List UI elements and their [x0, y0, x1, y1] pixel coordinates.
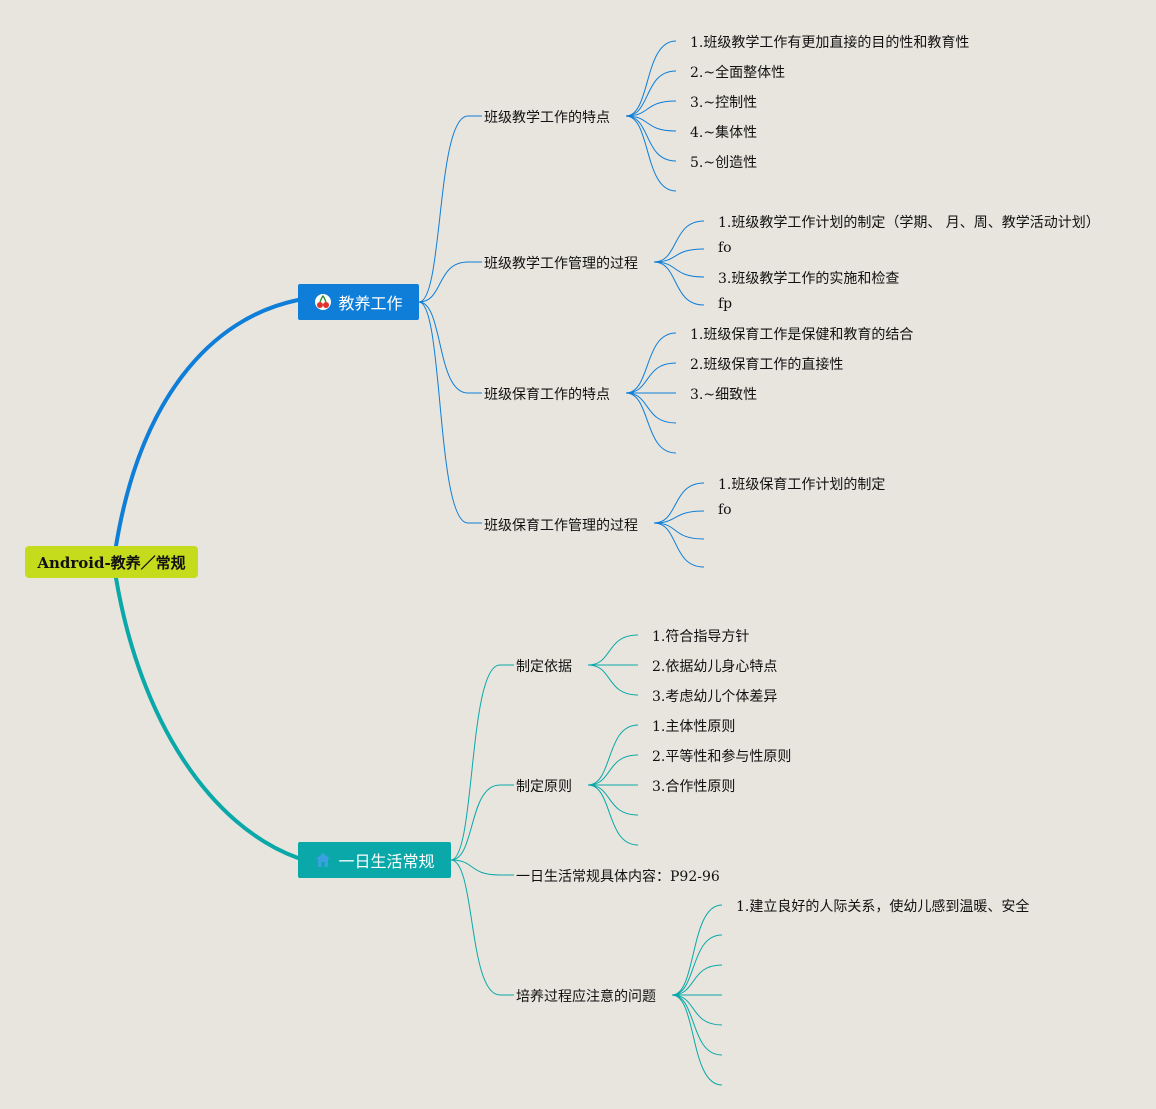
- connector-line: [625, 362, 677, 394]
- connector-line: [450, 859, 514, 876]
- leaf-node[interactable]: fo: [718, 502, 732, 518]
- connector-line: [587, 754, 639, 786]
- leaf-node[interactable]: 1.符合指导方针: [652, 629, 750, 645]
- sub-node[interactable]: 班级保育工作的特点: [484, 387, 610, 403]
- connector-line: [587, 784, 639, 816]
- connector-line: [587, 784, 639, 846]
- sub-node[interactable]: 班级教学工作管理的过程: [484, 256, 638, 272]
- connector-line: [450, 859, 514, 996]
- leaf-node[interactable]: 3.考虑幼儿个体差异: [652, 689, 778, 705]
- connector-line: [587, 724, 639, 786]
- sub-node[interactable]: 一日生活常规具体内容：P92-96: [516, 869, 720, 885]
- leaf-node[interactable]: 1.主体性原则: [652, 719, 736, 735]
- connector-line: [653, 248, 705, 263]
- leaf-node[interactable]: 1.班级教学工作计划的制定（学期、 月、周、教学活动计划）: [718, 215, 1100, 231]
- connector-line: [653, 261, 705, 278]
- leaf-node[interactable]: 1.班级保育工作计划的制定: [718, 477, 886, 493]
- connector-line: [587, 634, 639, 666]
- leaf-node[interactable]: 2.依据幼儿身心特点: [652, 659, 778, 675]
- connector-line: [587, 664, 639, 696]
- connector-line: [418, 115, 482, 303]
- connector-line: [671, 964, 723, 996]
- leaf-node[interactable]: 3.合作性原则: [652, 779, 736, 795]
- sub-node[interactable]: 制定依据: [516, 659, 572, 675]
- connector-line: [671, 994, 723, 1086]
- connector-line: [653, 482, 705, 524]
- main-node-label: 一日生活常规: [338, 852, 435, 871]
- connector-line: [418, 301, 482, 394]
- connector-line: [653, 522, 705, 540]
- leaf-node[interactable]: 1.班级保育工作是保健和教育的结合: [690, 327, 914, 343]
- leaf-node[interactable]: 5.~创造性: [690, 155, 758, 171]
- main-node-jiaoyang[interactable]: 教养工作: [298, 284, 419, 320]
- leaf-node[interactable]: 2.班级保育工作的直接性: [690, 357, 844, 373]
- connector-line: [418, 301, 482, 524]
- leaf-node[interactable]: 2.~全面整体性: [690, 65, 786, 81]
- connector-line: [625, 100, 677, 117]
- leaf-node[interactable]: 3.班级教学工作的实施和检查: [718, 271, 900, 287]
- trunk-line-top: [114, 298, 300, 548]
- connector-line: [625, 392, 677, 424]
- main-node-richang[interactable]: 一日生活常规: [298, 842, 451, 878]
- sub-node[interactable]: 培养过程应注意的问题: [516, 989, 656, 1005]
- connector-line: [653, 522, 705, 568]
- connector-line: [653, 510, 705, 524]
- connector-line: [625, 115, 677, 132]
- connector-line: [450, 784, 514, 861]
- leaf-node[interactable]: fp: [718, 296, 733, 312]
- leaf-node[interactable]: 4.~集体性: [690, 125, 758, 141]
- connector-line: [671, 934, 723, 996]
- sub-node[interactable]: 制定原则: [516, 779, 572, 795]
- connector-line: [625, 115, 677, 162]
- root-node[interactable]: Android-教养／常规: [25, 546, 198, 578]
- connector-line: [625, 70, 677, 117]
- leaf-node[interactable]: fo: [718, 240, 732, 256]
- connector-line: [418, 261, 482, 303]
- connector-line: [625, 332, 677, 394]
- leaf-node[interactable]: 1.建立良好的人际关系，使幼儿感到温暖、安全: [736, 899, 1030, 915]
- leaf-node[interactable]: 2.平等性和参与性原则: [652, 749, 792, 765]
- trunk-line-bottom: [114, 576, 300, 860]
- connector-line: [625, 392, 677, 454]
- connector-line: [671, 994, 723, 1056]
- cherry-icon: [314, 293, 332, 311]
- connector-line: [653, 220, 705, 263]
- connector-line: [671, 904, 723, 996]
- connector-line: [625, 40, 677, 117]
- connector-line: [671, 994, 723, 1026]
- sub-node[interactable]: 班级教学工作的特点: [484, 110, 610, 126]
- main-node-label: 教养工作: [338, 294, 403, 313]
- connector-line: [625, 115, 677, 192]
- leaf-node[interactable]: 3.~控制性: [690, 95, 758, 111]
- house-icon: [314, 851, 332, 869]
- sub-node[interactable]: 班级保育工作管理的过程: [484, 518, 638, 534]
- connector-line: [450, 664, 514, 861]
- leaf-node[interactable]: 3.~细致性: [690, 387, 758, 403]
- leaf-node[interactable]: 1.班级教学工作有更加直接的目的性和教育性: [690, 35, 970, 51]
- connector-line: [653, 261, 705, 306]
